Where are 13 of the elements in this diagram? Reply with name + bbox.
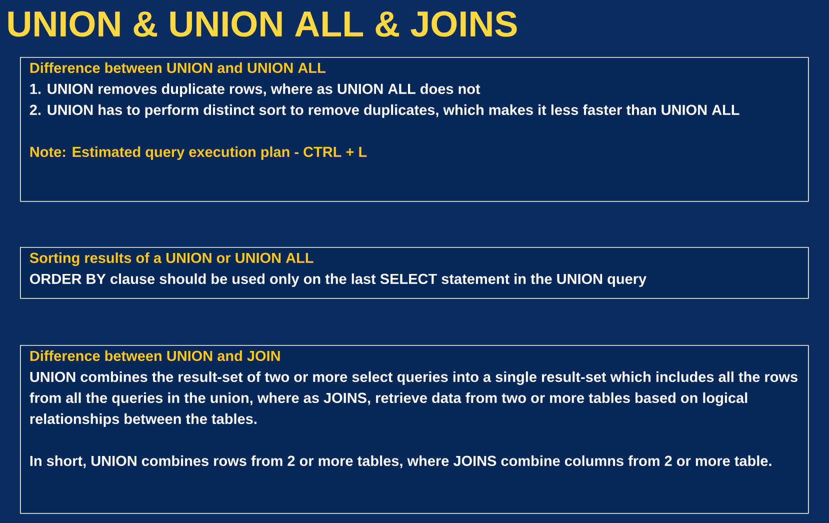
body-text: 2. UNION has to perform distinct sort to remove duplicates, which makes it less faster than UNION ALL: [30, 104, 740, 118]
box-heading: Sorting results of a UNION or UNION ALL: [30, 252, 314, 266]
body-text: 1. UNION removes duplicate rows, where as UNION ALL does not: [30, 83, 480, 97]
slide-title: UNION & UNION ALL & JOINS: [8, 11, 517, 37]
text-box: [20, 247, 809, 299]
text-box: [20, 57, 809, 202]
box-heading: Difference between UNION and UNION ALL: [30, 62, 326, 74]
text-box: [20, 345, 809, 514]
body-text: In short, UNION combines rows from 2 or more tables, where JOINS combine columns from 2 or more table.: [30, 455, 772, 468]
body-text: UNION combines the result-set of two or more select queries into a single result-set which includes all the rows from all the queries in the union, where as JOINS, retrieve data from two or more tables based on logical relationships between the tables.: [30, 371, 798, 427]
note-text: Note: Estimated query execution plan - CTRL + L: [30, 146, 367, 160]
box-heading: Difference between UNION and JOIN: [30, 350, 280, 362]
body-text: ORDER BY clause should be used only on the last SELECT statement in the UNION query: [30, 273, 646, 287]
